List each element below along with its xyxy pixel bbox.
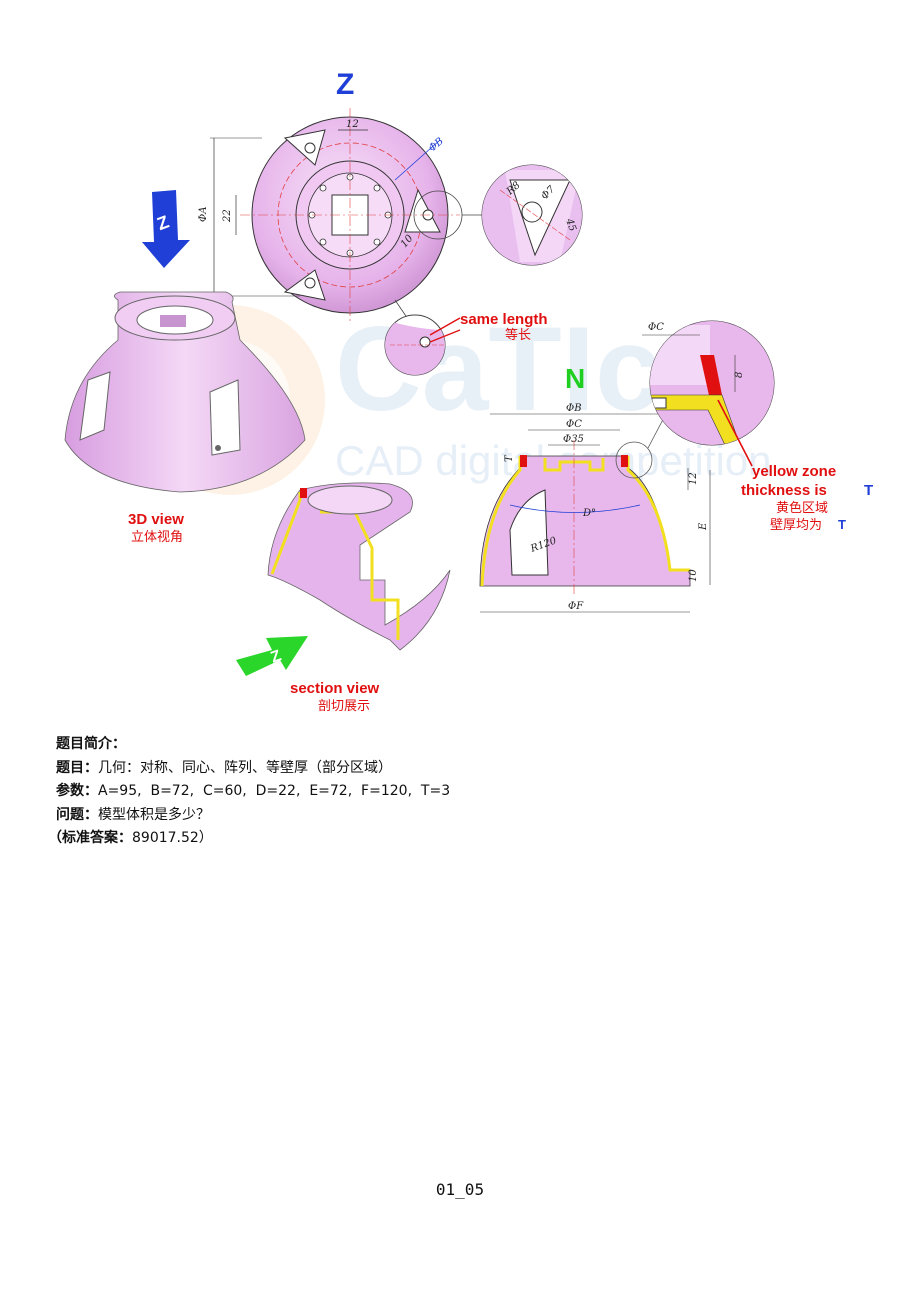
top-direction-arrow: Z	[142, 190, 190, 268]
cad-drawing-figure: CaTIcs CAD digital competition Z ΦA	[64, 68, 873, 714]
problem-description: 题目简介： 题目：几何：对称、同心、阵列、等壁厚（部分区域） 参数：A=95, …	[48, 733, 876, 851]
question-line: 问题：模型体积是多少？	[56, 804, 876, 828]
answer-label: 标准答案：	[62, 830, 132, 846]
dim-phiA: ΦA	[198, 207, 209, 222]
detail2-phiC: ΦC	[648, 322, 664, 333]
detail2-8: 8	[734, 372, 745, 378]
top-view-drawing: ΦA 22 12 ΦB 10	[198, 108, 484, 323]
view-3d-en: 3D view	[128, 511, 184, 528]
yellow-zone-cn-1: 黄色区域	[776, 500, 828, 516]
params-label: 参数：	[56, 783, 98, 799]
topic-line: 题目：几何：对称、同心、阵列、等壁厚（部分区域）	[56, 757, 876, 781]
detail-view-yellow-zone: ΦC 8 yellow zone thickness is T 黄色区域 壁厚均…	[642, 320, 873, 533]
detail-45: 45	[563, 216, 578, 233]
front-phiB: ΦB	[566, 403, 582, 414]
answer-prefix: （	[48, 830, 62, 846]
front-E: E	[698, 522, 709, 531]
section-direction-arrow: Z section view 剖切展示	[236, 636, 380, 714]
question-label: 问题：	[56, 806, 98, 823]
section-view-cn: 剖切展示	[318, 699, 370, 714]
dim-12: 12	[346, 119, 359, 130]
front-phi35: Φ35	[563, 434, 584, 445]
front-D: D°	[582, 508, 596, 519]
params-line: 参数：A=95, B=72, C=60, D=22, E=72, F=120, …	[56, 780, 876, 804]
top-view-label: Z	[336, 68, 354, 101]
yellow-zone-cn-2: 壁厚均为	[770, 518, 822, 533]
intro-line: 题目简介：	[56, 733, 876, 757]
front-12: 12	[688, 472, 699, 485]
yellow-zone-en-1: yellow zone	[752, 463, 836, 480]
detail-view-same-length: same length 等长	[384, 311, 548, 376]
params-value: A=95, B=72, C=60, D=22, E=72, F=120, T=3	[98, 783, 451, 799]
answer-value: 89017.52）	[132, 830, 213, 846]
intro-label: 题目简介：	[56, 736, 126, 752]
front-view-label: N	[565, 363, 585, 394]
front-phiF: ΦF	[568, 601, 584, 612]
front-view-drawing: D° R120 ΦB ΦC Φ35 T 12 E 10 ΦF	[479, 403, 711, 613]
section-view-en: section view	[290, 680, 380, 697]
same-length-cn: 等长	[505, 327, 531, 343]
section-view-drawing	[267, 482, 451, 651]
dim-22: 22	[222, 209, 233, 223]
view-3d-drawing: 3D view 立体视角	[64, 291, 306, 545]
view-3d-cn: 立体视角	[131, 530, 183, 545]
yellow-zone-en-T: T	[864, 482, 873, 499]
detail-view-slot: R8 Φ7 45	[481, 164, 583, 266]
dim-phiB: ΦB	[427, 136, 446, 154]
page-number: 01_05	[435, 1180, 485, 1199]
same-length-en: same length	[460, 311, 548, 328]
answer-line: （标准答案：89017.52）	[48, 827, 876, 851]
topic-label: 题目：	[56, 759, 98, 776]
front-phiC: ΦC	[566, 419, 582, 430]
front-10: 10	[688, 569, 699, 582]
yellow-zone-en-2: thickness is	[741, 482, 827, 499]
yellow-zone-cn-T: T	[838, 517, 846, 532]
topic-value: 几何：对称、同心、阵列、等壁厚（部分区域）	[98, 759, 392, 776]
front-T: T	[504, 454, 515, 462]
question-value: 模型体积是多少？	[98, 806, 210, 823]
